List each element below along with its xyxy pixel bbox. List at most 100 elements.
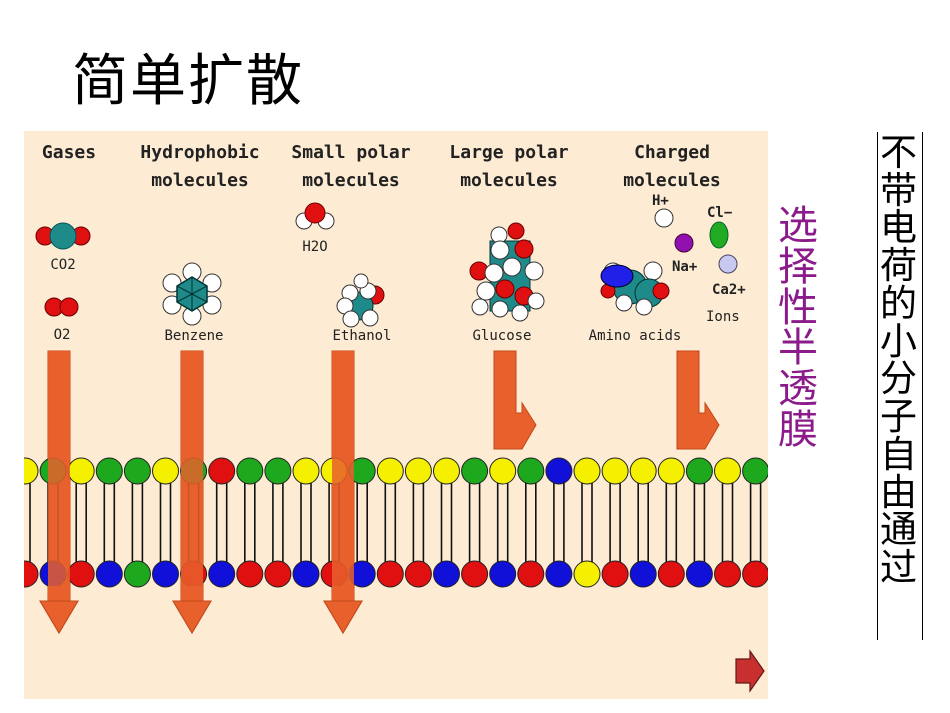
lipid-head-bottom [433,560,460,588]
arrow-charged-blocked [676,350,720,450]
o2-label: O2 [54,327,71,343]
column-header-hydrophobic-2: molecules [151,170,249,191]
lipid-head-top [545,457,573,485]
amino-acid-molecule [600,261,670,316]
column-header-small-polar-1: Small polar [291,142,410,163]
ethanol-molecule [336,273,385,328]
sodium-ion [674,233,694,253]
lipid-head-top [376,457,404,485]
black-label-char: 荷 [880,244,917,288]
lipid-head-bottom [517,560,545,588]
black-label-char: 子 [880,395,917,439]
lipid-head-top [152,457,179,485]
page-title: 简单扩散 [72,49,304,114]
purple-label-char: 膜 [778,406,818,453]
lipid-head-bottom [67,560,95,588]
black-label-char: 过 [880,546,917,590]
lipid-head-top [629,457,657,485]
lipid-head-top [714,457,741,485]
arrow-gases-lower [39,586,79,634]
purple-label-char: 性 [778,284,818,331]
lipid-head-bottom [292,560,320,588]
lipid-head-top [742,457,768,485]
lipid-head-bottom [573,560,601,588]
glucose-label: Glucose [472,328,531,344]
lipid-head-bottom [545,560,573,588]
benzene-label: Benzene [164,328,223,344]
lipid-head-top [433,457,460,485]
amino-acids-label: Amino acids [589,328,682,344]
lipid-head-top [292,457,320,485]
h2o-label: H2O [302,239,327,255]
column-header-small-polar-2: molecules [302,170,400,191]
lipid-head-top [685,457,713,485]
black-label-char: 电 [880,206,917,250]
co2-molecule [35,222,91,250]
lipid-head-top [264,457,292,485]
next-arrow-icon[interactable] [735,649,765,693]
column-header-gases-1: Gases [42,142,96,163]
lipid-head-top [657,457,685,485]
ions-label: Ions [706,309,740,325]
lipid-head-bottom [123,560,151,588]
lipid-head-bottom [461,560,489,588]
lipid-head-top [573,457,601,485]
arrow-hydrophobic-lower [172,586,212,634]
column-header-large-polar-1: Large polar [449,142,568,163]
lipid-head-top [208,457,236,485]
black-label-char: 的 [880,281,917,325]
black-label-char: 分 [880,357,917,401]
purple-label-char: 选 [778,203,818,249]
lipid-head-top [517,457,545,485]
column-header-charged-2: molecules [623,170,721,191]
black-label-char: 自 [880,432,917,476]
sodium-ion-label: Na+ [672,259,697,275]
selective-permeable-membrane-label: 选择性半透膜 [778,206,818,451]
lipid-head-bottom [264,560,292,588]
lipid-head-top [95,457,123,485]
co2-label: CO2 [50,257,75,273]
purple-label-char: 透 [778,366,818,413]
lipid-head-top [489,457,517,485]
lipid-head-top [404,457,432,485]
hydrogen-ion-label: H+ [652,193,669,209]
calcium-ion [718,254,738,274]
lipid-head-bottom [24,560,39,588]
lipid-head-top [461,457,489,485]
arrow-small-polar-lower [323,586,363,634]
lipid-head-bottom [657,560,685,588]
lipid-head-bottom [601,560,629,588]
lipid-head-bottom [714,560,741,588]
purple-label-char: 半 [778,325,818,372]
lipid-head-top [601,457,629,485]
lipid-head-top [24,457,39,485]
arrow-large-polar-blocked [493,350,537,450]
uncharged-small-molecules-label: 不带电荷的小分子自由通过 [880,134,917,587]
lipid-head-bottom [629,560,657,588]
lipid-head-bottom [404,560,432,588]
benzene-molecule [162,262,222,326]
lipid-head-top [236,457,264,485]
arrow-shaft-overlay [181,351,203,601]
lipid-head-bottom [95,560,123,588]
membrane-diagram: Gases Hydrophobic molecules Small polar … [24,131,768,699]
column-header-large-polar-2: molecules [460,170,558,191]
lipid-head-bottom [152,560,179,588]
ethanol-label: Ethanol [332,328,391,344]
column-header-hydrophobic-1: Hydrophobic [140,142,259,163]
black-label-char: 通 [880,508,917,552]
black-label-char: 带 [880,168,917,212]
o2-molecule [44,297,79,317]
lipid-bilayer [24,351,768,601]
lipid-head-bottom [685,560,713,588]
calcium-ion-label: Ca2+ [712,282,746,298]
black-label-char: 由 [880,470,917,514]
lipid-head-bottom [208,560,236,588]
black-label-char: 小 [880,319,917,363]
lipid-head-bottom [742,560,768,588]
arrow-shaft-overlay [48,351,70,601]
column-header-charged-1: Charged [634,142,710,163]
lipid-head-bottom [236,560,264,588]
lipid-head-top [67,457,95,485]
purple-label-char: 择 [778,243,818,290]
